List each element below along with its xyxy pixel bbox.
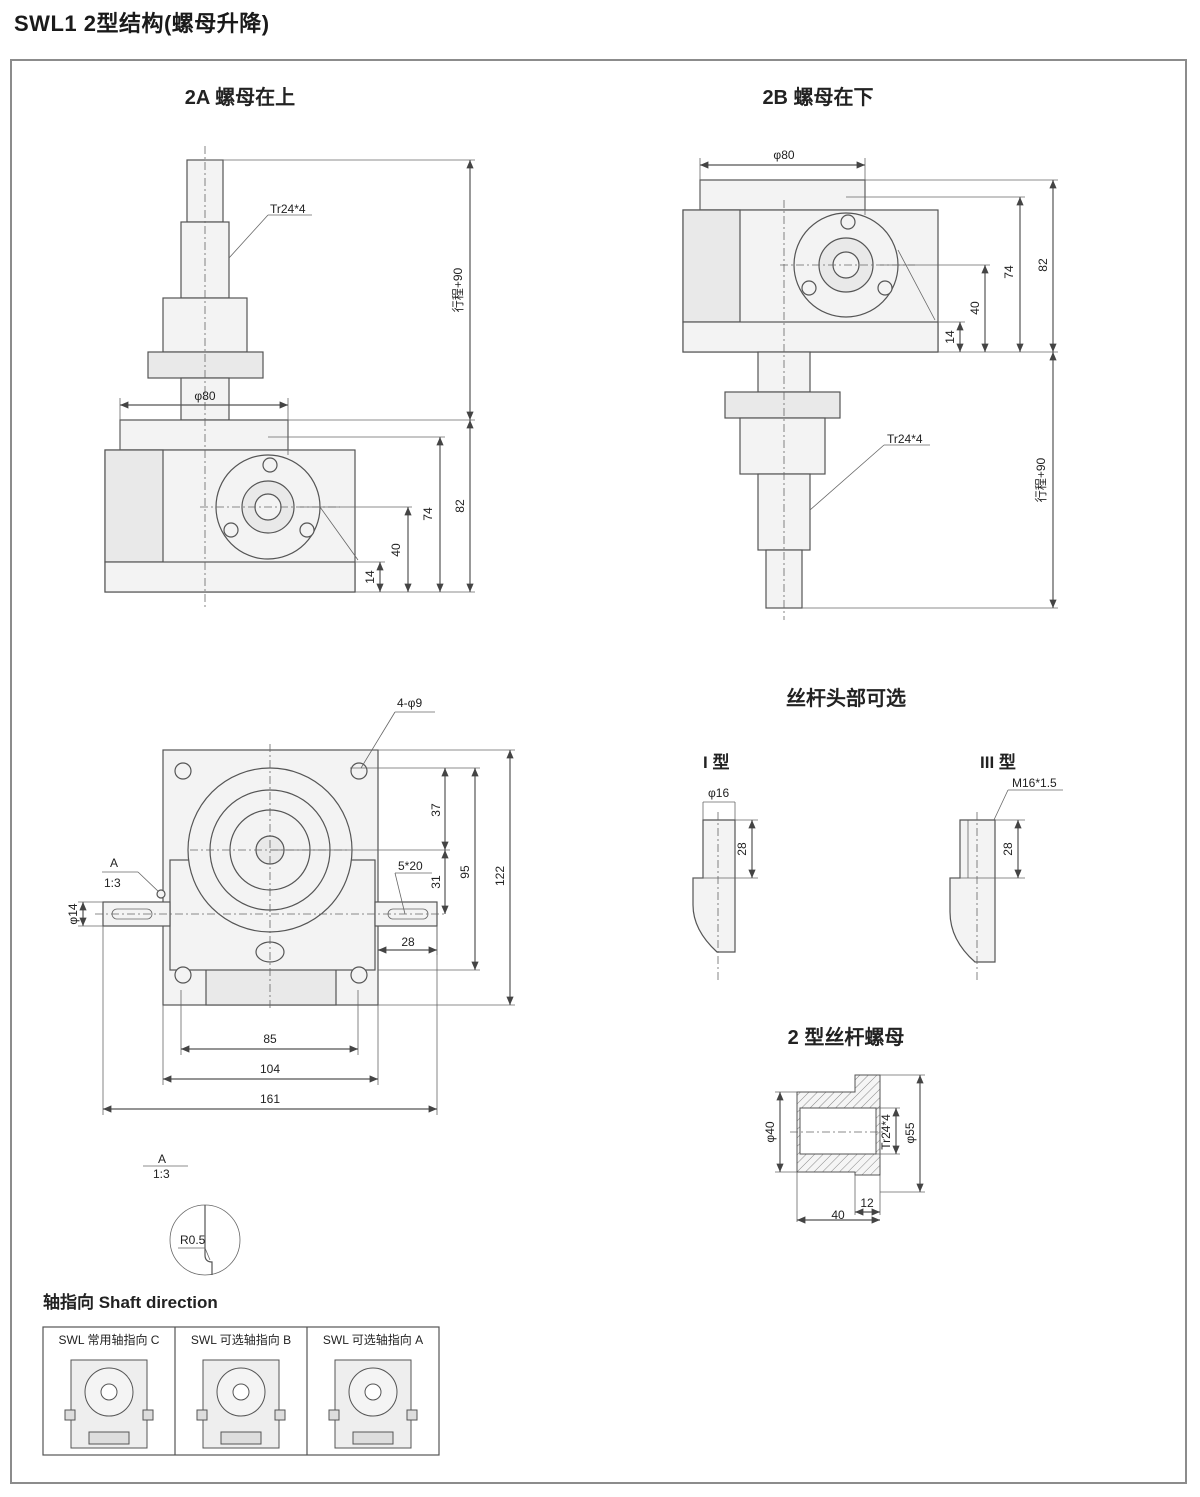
page-title: SWL1 2型结构(螺母升降)	[14, 11, 270, 36]
motor-mount	[682, 209, 741, 323]
view-2a: 2A 螺母在上 Tr24*4 行程+90 φ80	[104, 85, 475, 610]
dim-122: 122	[493, 866, 507, 886]
shaft-direction-cells: SWL 常用轴指向 C SWL 可选轴指向 B SWL 可选轴指向 A	[59, 1332, 423, 1449]
detail-a-scale: 1:3	[153, 1167, 170, 1181]
dim-74: 74	[421, 507, 435, 521]
gearbox-icon	[64, 1359, 154, 1449]
dim-85: 85	[263, 1032, 277, 1046]
shaft-direction-option-label: SWL 可选轴指向 B	[191, 1332, 291, 1347]
drawing-sheet-border	[10, 59, 1187, 1484]
radius-label: R0.5	[180, 1233, 206, 1247]
dim-14: 14	[943, 330, 957, 344]
nut-title: 2 型丝杆螺母	[788, 1025, 905, 1049]
dim-82: 82	[1036, 258, 1050, 272]
view-2a-title: 2A 螺母在上	[185, 85, 295, 109]
bolt-hole	[262, 457, 278, 473]
thread-label: Tr24*4	[270, 202, 306, 216]
bolt-hole	[801, 280, 817, 296]
nut-flange	[724, 391, 841, 419]
dim-74: 74	[1002, 265, 1016, 279]
dim-161: 161	[260, 1092, 280, 1106]
housing-top	[119, 419, 289, 451]
nut-bore	[799, 1107, 877, 1155]
view-2b-title: 2B 螺母在下	[762, 85, 873, 109]
detail-a-letter: A	[110, 856, 118, 870]
base-foot	[205, 964, 337, 1006]
detail-a-marker	[156, 889, 166, 899]
screw-heads-title: 丝杆头部可选	[786, 686, 906, 710]
dim-104: 104	[260, 1062, 280, 1076]
holes-label: 4-φ9	[397, 696, 422, 710]
bolt-hole	[299, 522, 315, 538]
detail-a-edge	[204, 1205, 213, 1275]
motor-mount	[104, 449, 164, 563]
shaft-direction-option: SWL 可选轴指向 B	[191, 1332, 291, 1449]
nut-len-12: 12	[860, 1196, 874, 1210]
screw-heads: 丝杆头部可选 I 型 φ16 28 III 型 M16*1.5 28	[692, 686, 1063, 980]
bolt-hole	[840, 214, 856, 230]
stroke-label: 行程+90	[1033, 457, 1048, 502]
view-2b: 2B 螺母在下 Tr24*4 φ80	[682, 85, 1058, 620]
type-i-label: I 型	[703, 752, 729, 772]
mount-hole	[174, 966, 192, 984]
bolt-hole	[223, 522, 239, 538]
bottom-view: 4-φ9 A 1:3 5*20 φ14 37 31 95 122 28	[66, 696, 515, 1115]
housing-base	[104, 561, 356, 593]
nut-thread: Tr24*4	[879, 1114, 893, 1150]
dim-31: 31	[429, 875, 443, 889]
nut-section: 2 型丝杆螺母 φ40 Tr24*4 φ55 12 40	[763, 1025, 925, 1224]
detail-a-scale: 1:3	[104, 876, 121, 890]
mount-hole	[350, 966, 368, 984]
stroke-label: 行程+90	[450, 267, 465, 312]
dim-82: 82	[453, 499, 467, 513]
mount-hole	[174, 762, 192, 780]
type-iii-head	[949, 819, 996, 963]
detail-a-letter: A	[158, 1152, 166, 1166]
nut-dia-outer: φ55	[903, 1122, 917, 1143]
dim-28: 28	[401, 935, 415, 949]
nut-len-40: 40	[831, 1208, 845, 1222]
dim-40: 40	[389, 543, 403, 557]
dia-label: φ80	[773, 148, 794, 162]
gearbox-icon	[196, 1359, 286, 1449]
shaft-direction-option: SWL 常用轴指向 C	[59, 1332, 160, 1449]
detail-a: A 1:3 R0.5	[143, 1152, 241, 1276]
dim-14: 14	[363, 570, 377, 584]
dim-95: 95	[458, 865, 472, 879]
nut-body	[739, 417, 826, 475]
nut-dia-inner: φ40	[763, 1121, 777, 1142]
shaft-direction-option-label: SWL 常用轴指向 C	[59, 1332, 160, 1347]
type-i-len: 28	[735, 842, 749, 856]
housing-base	[682, 321, 939, 353]
thread-label: Tr24*4	[887, 432, 923, 446]
shaft-direction-title: 轴指向 Shaft direction	[43, 1292, 218, 1312]
housing-top	[699, 179, 866, 211]
type-i-head	[692, 819, 736, 953]
dim-37: 37	[429, 803, 443, 817]
dim-40: 40	[968, 301, 982, 315]
type-iii-label: III 型	[980, 752, 1016, 772]
nut-flange	[147, 351, 264, 379]
type-iii-thread: M16*1.5	[1012, 776, 1057, 790]
key-label: 5*20	[398, 859, 423, 873]
gearbox-icon	[328, 1359, 418, 1449]
bolt-hole	[877, 280, 893, 296]
shaft-dia: φ14	[66, 903, 80, 924]
shaft-direction-option-label: SWL 可选轴指向 A	[323, 1332, 423, 1347]
shaft-direction-option: SWL 可选轴指向 A	[323, 1332, 423, 1449]
type-iii-len: 28	[1001, 842, 1015, 856]
dia-label: φ80	[194, 389, 215, 403]
mount-hole	[350, 762, 368, 780]
type-i-dia: φ16	[708, 786, 729, 800]
